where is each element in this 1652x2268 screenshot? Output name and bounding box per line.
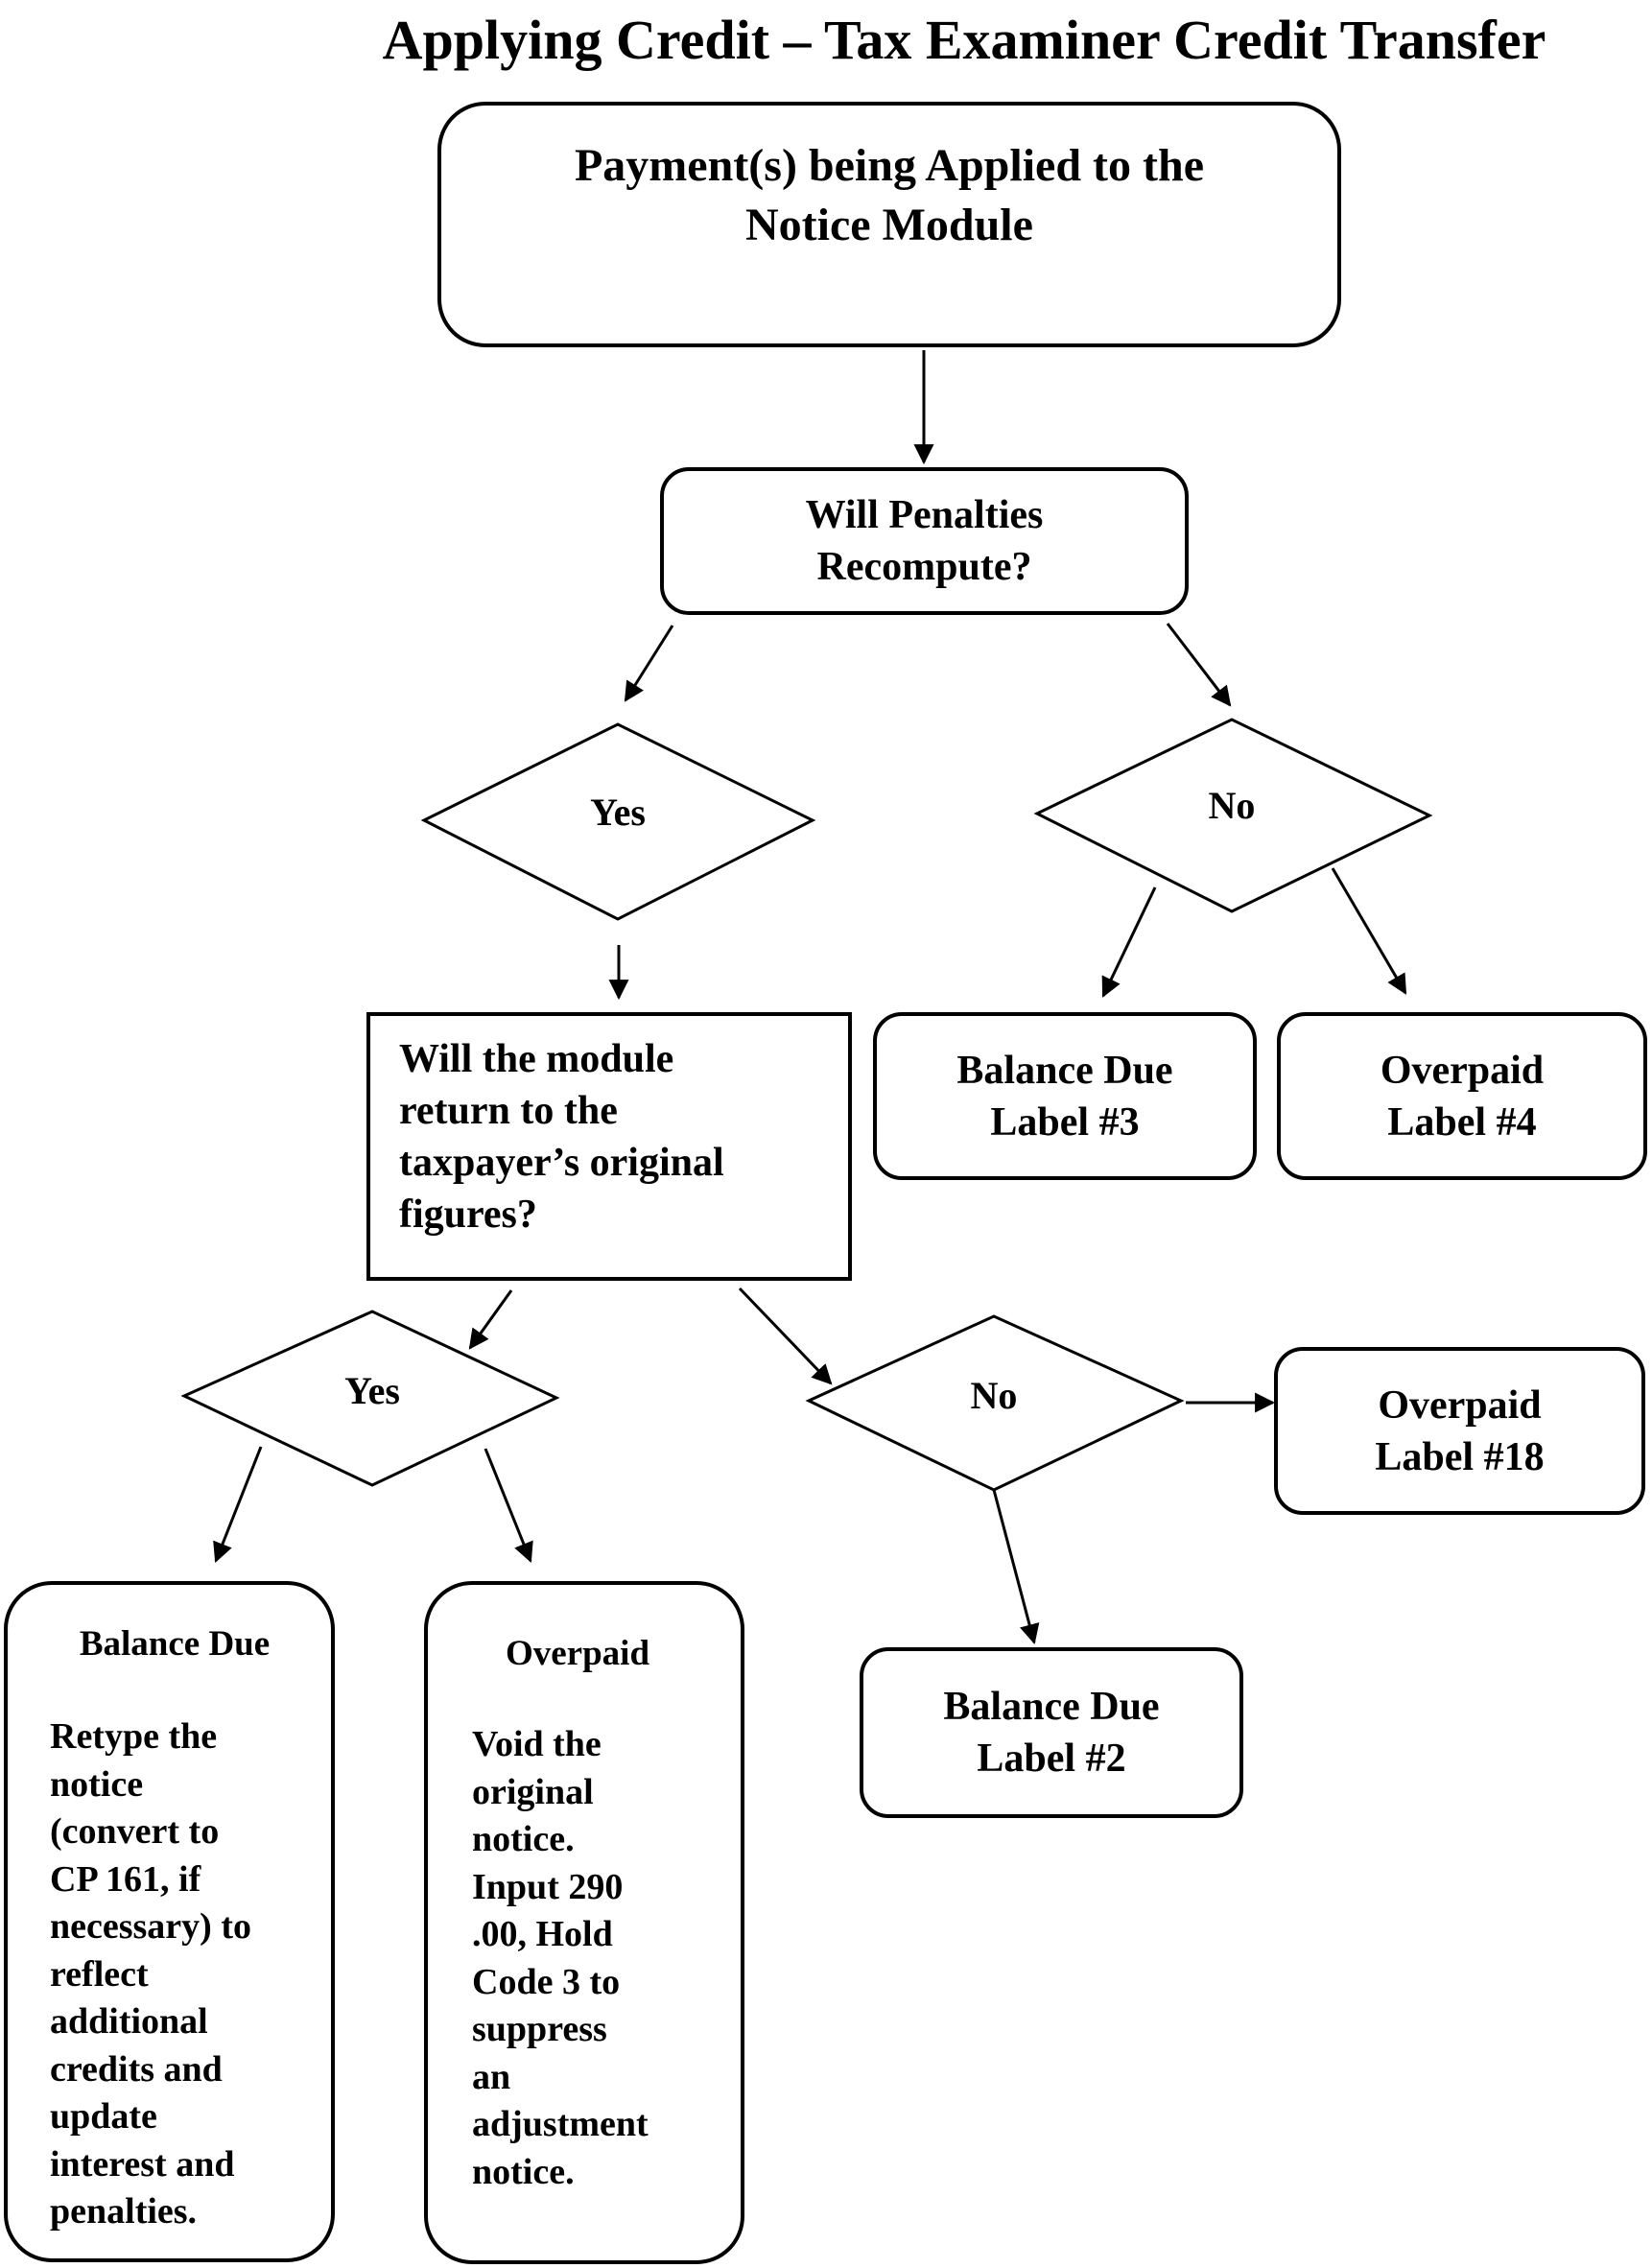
balance-due-detail-body: Retype the notice (convert to CP 161, if… [50,1716,251,2232]
arrow-penalties-to-yes [624,625,674,702]
balance-due-label-2-text: Balance Due Label #2 [943,1685,1160,1781]
balance-due-detail-heading: Balance Due [79,1624,271,1664]
decision-yes-1-label: Yes [590,791,646,834]
decision-yes-2-label: Yes [344,1369,400,1412]
overpaid-label-18-box: Overpaid Label #18 [1274,1347,1645,1515]
start-box-text: Payment(s) being Applied to the Notice M… [574,140,1204,250]
decision-no-1-label: No [1208,784,1256,827]
balance-due-label-2-box: Balance Due Label #2 [860,1647,1243,1818]
decision-no-2-label: No [970,1374,1018,1417]
overpaid-detail-box: Overpaid Void the original notice. Input… [424,1581,744,2264]
overpaid-label-4-text: Overpaid Label #4 [1380,1048,1545,1145]
arrow-no-to-balance-due-2 [992,1489,1040,1645]
overpaid-detail-heading: Overpaid [505,1634,650,1673]
decision-diamond-yes-2 [180,1310,560,1487]
overpaid-detail-body: Void the original notice. Input 290 .00,… [472,1724,649,2192]
penalties-question-box: Will Penalties Recompute? [660,467,1189,615]
overpaid-label-18-text: Overpaid Label #18 [1375,1382,1545,1479]
arrow-no-to-overpaid-4 [1331,867,1407,995]
decision-diamond-no-2 [805,1314,1185,1492]
decision-diamond-yes-1 [420,722,816,921]
balance-due-label-3-text: Balance Due Label #3 [956,1048,1173,1145]
overpaid-label-4-box: Overpaid Label #4 [1277,1012,1647,1180]
page-title: Applying Credit – Tax Examiner Credit Tr… [382,9,1546,71]
balance-due-detail-box: Balance Due Retype the notice (convert t… [4,1581,335,2262]
arrow-module-to-yes [468,1289,513,1350]
decision-diamond-no-1 [1033,718,1433,913]
module-question-text: Will the module return to the taxpayer’s… [399,1037,724,1237]
arrow-penalties-to-no [1166,623,1232,707]
arrow-yes-to-balance-due [213,1446,263,1563]
penalties-question-text: Will Penalties Recompute? [805,493,1044,589]
balance-due-label-3-box: Balance Due Label #3 [873,1012,1257,1180]
module-question-box: Will the module return to the taxpayer’s… [366,1012,852,1281]
arrow-no-to-balance-due-3 [1101,886,1157,998]
arrow-yes-to-overpaid [484,1448,533,1563]
start-box: Payment(s) being Applied to the Notice M… [437,102,1341,347]
arrow-module-to-no [738,1287,833,1385]
